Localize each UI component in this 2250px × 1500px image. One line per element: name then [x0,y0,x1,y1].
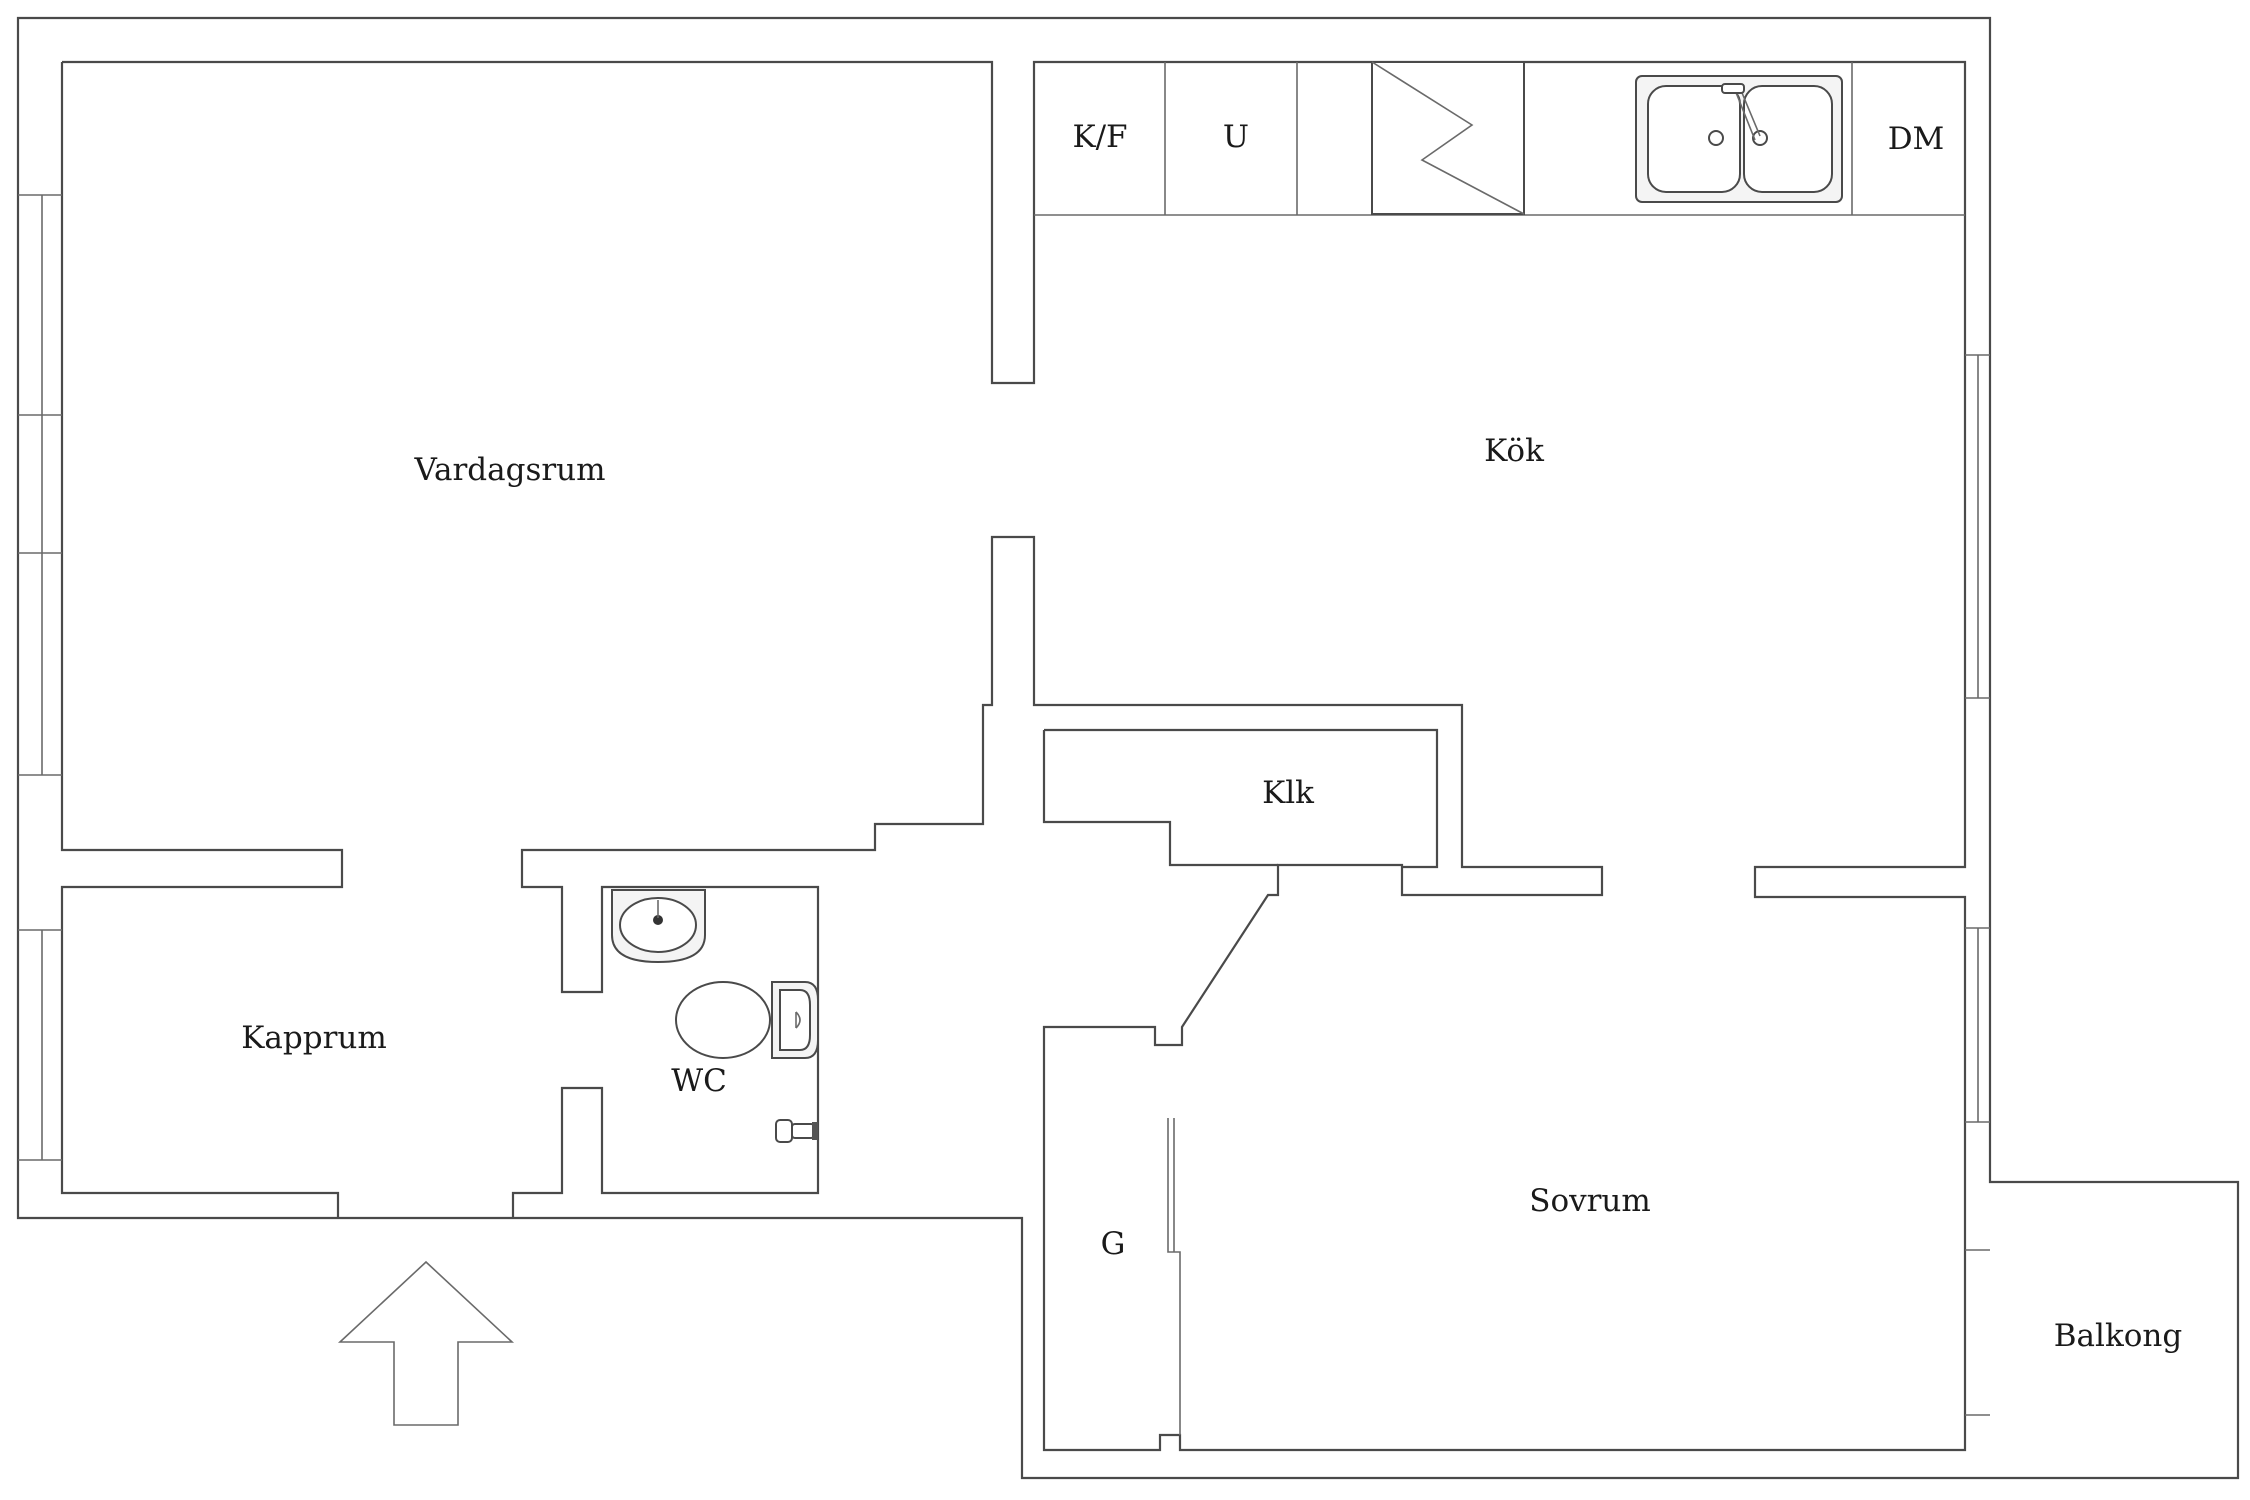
window-hall [18,929,62,1161]
fixture-label-oven: U [1223,119,1249,155]
room-label-klk: Klk [1262,775,1314,811]
room-label-sovrum: Sovrum [1529,1183,1651,1219]
fixture-labels: K/F U DM [1072,119,1944,157]
fixture-label-dishwasher: DM [1888,121,1945,157]
window-living-room [18,194,62,776]
stove-icon [1371,61,1525,215]
room-label-kapprum: Kapprum [241,1020,387,1056]
wc-fixtures [611,889,819,1143]
balcony-door [1965,1249,1990,1416]
double-sink-icon [1635,75,1843,203]
windows [18,194,1990,1416]
entrance-arrow-icon [337,1260,515,1426]
outer-walls [16,16,2240,1480]
room-label-vardagsrum: Vardagsrum [413,452,605,488]
inner-wall-north [62,60,1967,1452]
toilet-icon [675,981,819,1059]
room-label-balkong: Balkong [2054,1318,2182,1354]
closet-wall [1044,728,1439,869]
washbasin-icon [611,889,706,964]
room-labels: Vardagsrum Kök Klk Kapprum WC Sovrum G B… [241,433,2182,1354]
window-kitchen [1965,354,1990,699]
window-bedroom [1965,927,1990,1123]
room-label-kok: Kök [1484,433,1544,469]
outer-wall-outline [16,16,2240,1480]
wall-tap-icon [775,1119,818,1143]
room-label-g: G [1101,1226,1126,1262]
fixture-label-fridge-freezer: K/F [1072,119,1127,155]
kitchen-counter [1034,61,1965,216]
room-label-wc: WC [671,1063,727,1099]
closet-wall-inner [1042,730,1278,867]
inner-wall-west [60,62,344,1218]
